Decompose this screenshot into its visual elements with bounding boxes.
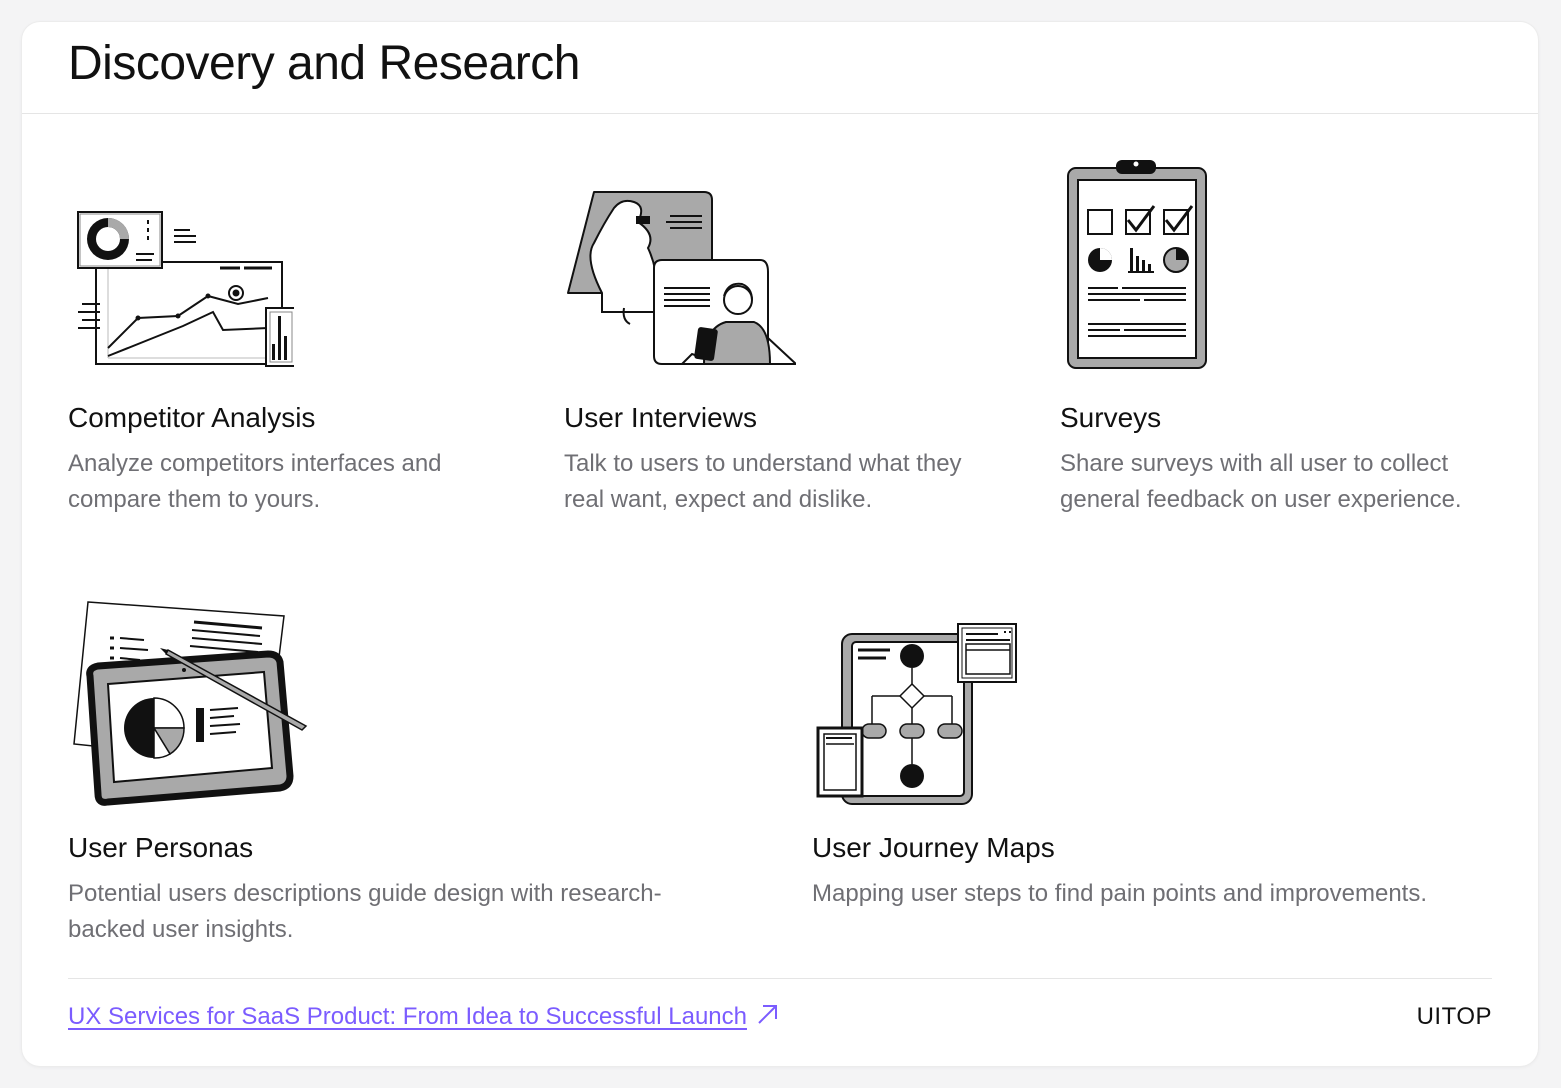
surveys-clipboard-illustration: [1067, 160, 1207, 369]
article-link[interactable]: UX Services for SaaS Product: From Idea …: [68, 1002, 779, 1031]
item-description: Talk to users to understand what they re…: [564, 450, 962, 513]
competitor-analysis-illustration: [77, 211, 294, 367]
arrow-up-right-icon: [758, 1005, 777, 1024]
footer-divider: [68, 978, 1492, 979]
item-title: User Interviews: [564, 402, 757, 433]
item-title: User Journey Maps: [812, 832, 1055, 863]
item-title: Competitor Analysis: [68, 402, 316, 433]
item-user-interviews: User Interviews Talk to users to underst…: [564, 188, 1004, 513]
item-title: User Personas: [68, 832, 254, 863]
item-description: Analyze competitors interfaces and compa…: [68, 450, 442, 513]
item-user-personas: User Personas Potential users descriptio…: [68, 598, 748, 943]
item-user-journey-maps: User Journey Maps Mapping user steps to …: [812, 620, 1492, 938]
item-competitor-analysis: Competitor Analysis Analyze competitors …: [68, 208, 508, 513]
user-interviews-illustration: [567, 191, 796, 365]
item-description: Share surveys with all user to collect g…: [1060, 450, 1462, 513]
user-personas-illustration: [73, 601, 308, 806]
item-description: Mapping user steps to find pain points a…: [812, 880, 1428, 907]
article-link-text: UX Services for SaaS Product: From Idea …: [68, 1003, 747, 1030]
card-header: Discovery and Research: [22, 22, 1538, 114]
page-title: Discovery and Research: [68, 37, 580, 90]
user-journey-map-illustration: [816, 623, 1017, 805]
brand-logo-text: UITOP: [1416, 1003, 1492, 1030]
item-description: Potential users descriptions guide desig…: [68, 880, 662, 943]
item-surveys: Surveys Share surveys with all user to c…: [1060, 158, 1500, 513]
discovery-card: Discovery and Research: [22, 22, 1538, 1066]
item-title: Surveys: [1060, 402, 1162, 433]
